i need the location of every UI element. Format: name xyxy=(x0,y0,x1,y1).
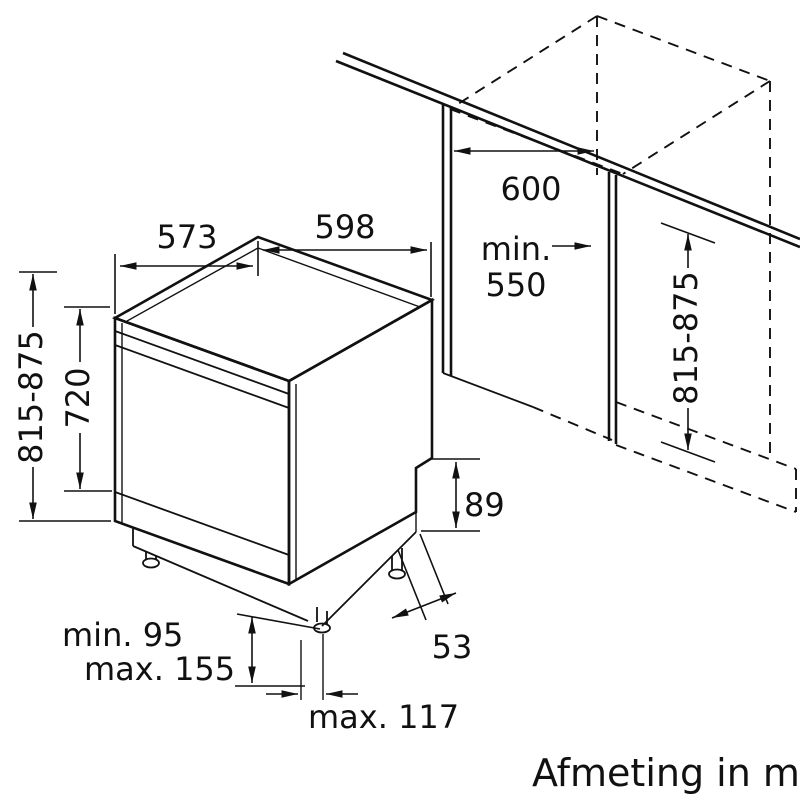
dishwasher-side-face xyxy=(287,297,434,587)
dim-niche-width-label: 600 xyxy=(500,170,561,208)
dim-niche-depth-value: 550 xyxy=(485,266,546,304)
cabinet-niche-dashed-outline xyxy=(449,15,797,513)
dim-top-depth-label: 573 xyxy=(156,218,217,256)
foot-rear xyxy=(388,568,406,580)
dim-front-clearance-label: max. 117 xyxy=(308,698,459,736)
foot-left xyxy=(142,557,160,569)
dishwasher-top-face xyxy=(111,235,436,383)
dim-niche-depth-min-label: min. xyxy=(481,230,552,268)
dimension-niche-depth: min. 550 xyxy=(481,230,591,304)
worktop-lines xyxy=(335,51,800,249)
dim-niche-height-label: 815-875 xyxy=(667,271,705,405)
dishwasher-base xyxy=(132,528,417,627)
dimension-top-depth: 573 xyxy=(114,218,259,314)
dim-plinth-max-label: max. 155 xyxy=(84,650,235,688)
dimension-plinth-adjustment: min. 95 max. 155 xyxy=(62,613,321,688)
dim-rear-clearance-label: 53 xyxy=(432,628,473,666)
caption-units: Afmeting in mm xyxy=(532,751,800,795)
dimension-niche-height: 815-875 xyxy=(660,222,716,463)
dimension-rear-clearance: 53 xyxy=(391,533,473,666)
dim-rear-base-height-label: 89 xyxy=(464,486,505,524)
dimension-width: 598 xyxy=(263,208,432,297)
dim-total-height-label: 815-875 xyxy=(12,330,50,464)
dimension-total-height: 815-875 xyxy=(12,271,111,522)
niche-right-wall-edge xyxy=(607,172,618,444)
dimension-rear-base-height: 89 xyxy=(421,458,505,532)
dimension-niche-width: 600 xyxy=(454,147,594,208)
dishwasher-drawing xyxy=(111,235,436,634)
dim-plinth-min-label: min. 95 xyxy=(62,616,183,654)
dim-door-height-label: 720 xyxy=(59,367,97,428)
dim-width-label: 598 xyxy=(314,208,375,246)
niche-left-wall xyxy=(441,104,534,408)
dimension-door-height: 720 xyxy=(59,306,112,492)
dimension-front-clearance: max. 117 xyxy=(266,634,459,736)
dishwasher-front-face xyxy=(113,316,291,586)
